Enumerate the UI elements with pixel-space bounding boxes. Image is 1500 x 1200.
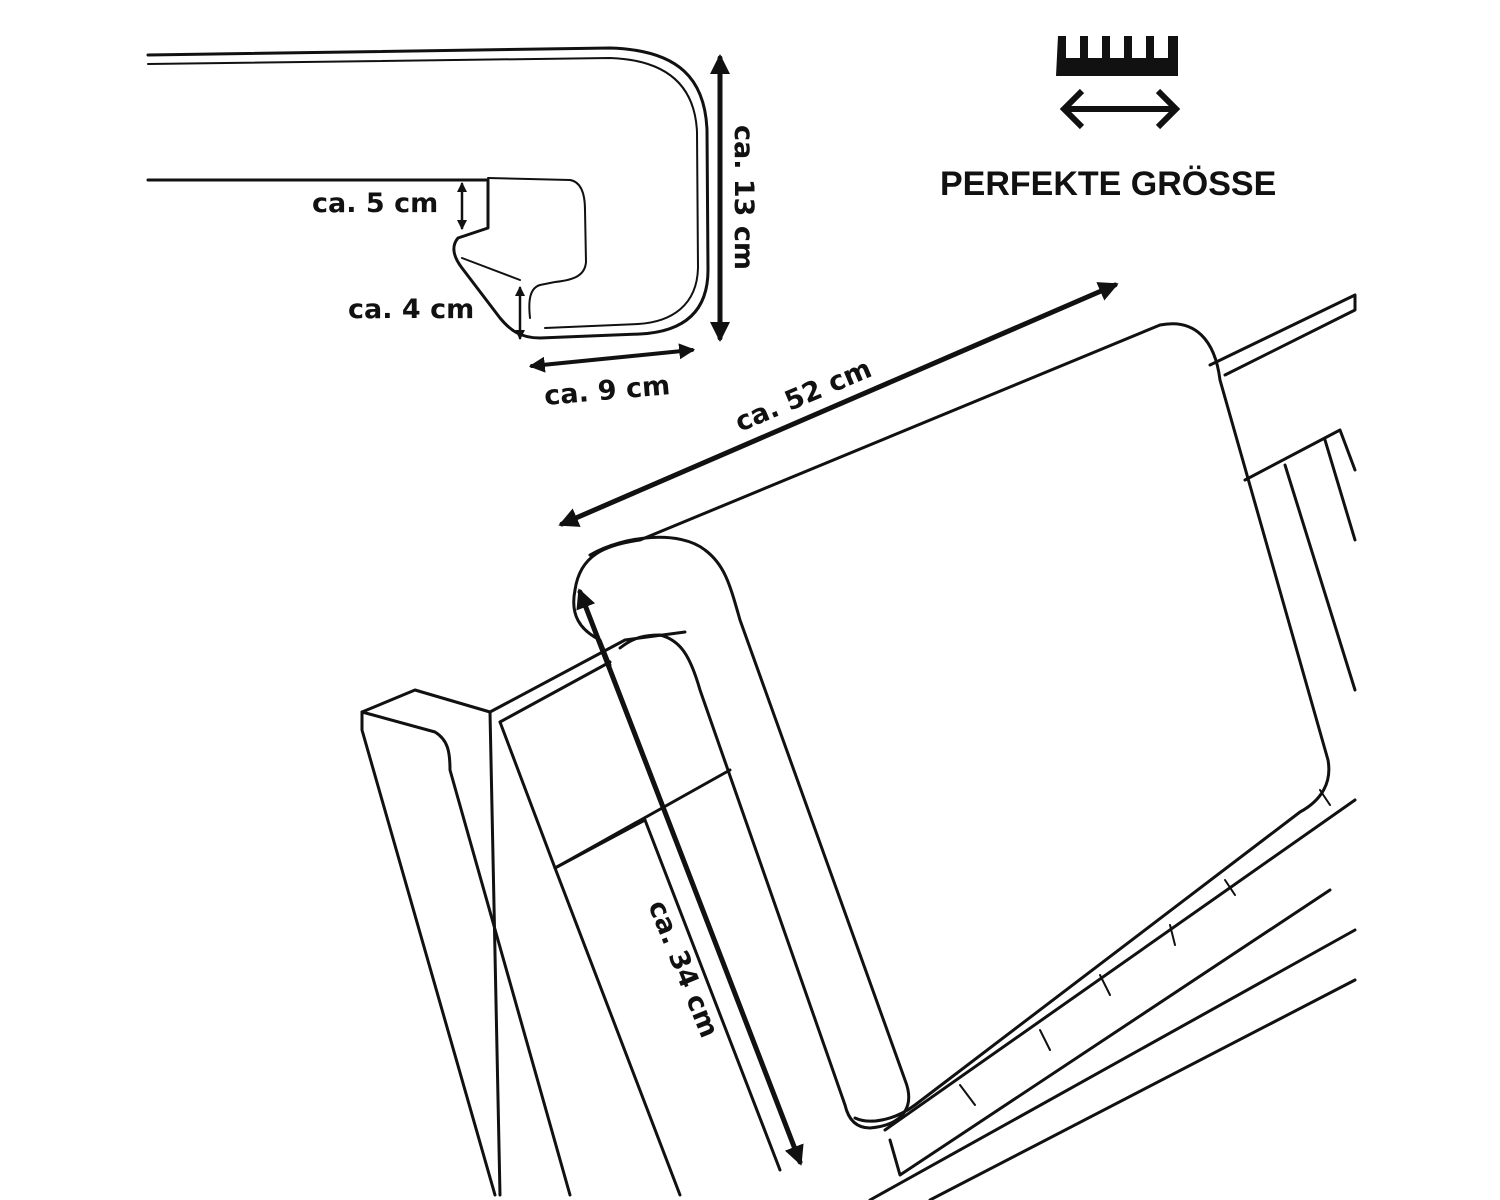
label-bottom-width: ca. 9 cm: [543, 370, 671, 412]
label-total-height: ca. 13 cm: [728, 125, 759, 270]
ruler-icon: [1056, 36, 1181, 130]
chair-frame: [360, 293, 1357, 1200]
perfect-size-heading: PERFEKTE GRÖSSE: [940, 165, 1276, 203]
cushion-arrows: [558, 282, 1119, 1166]
label-lip-height: ca. 5 cm: [312, 188, 438, 219]
label-inner-depth: ca. 4 cm: [348, 294, 474, 325]
